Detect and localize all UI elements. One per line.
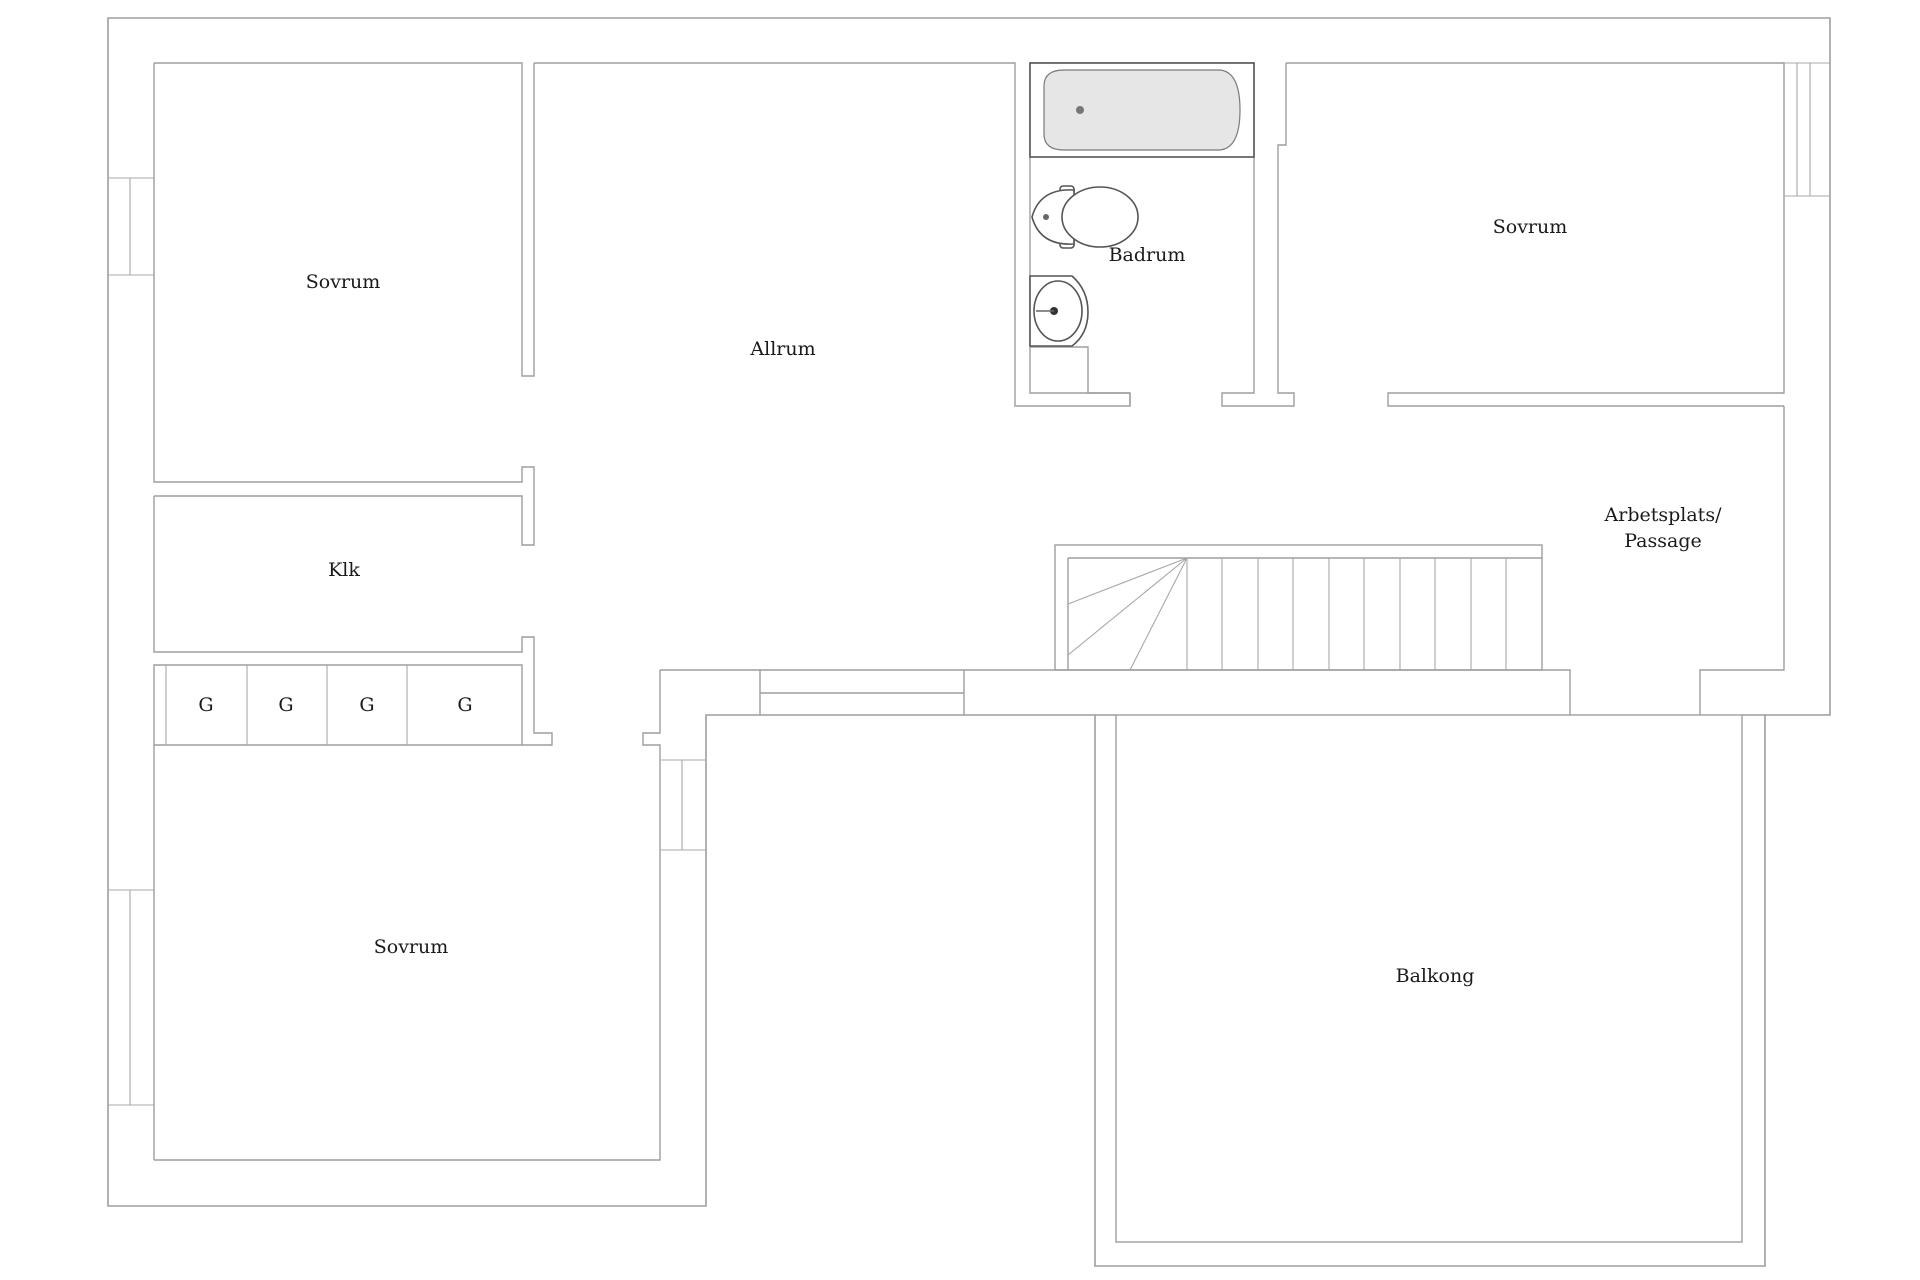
room-badrum	[1030, 62, 1295, 407]
label-passage: Passage	[1624, 530, 1702, 552]
room-balkong	[1095, 714, 1765, 1243]
label-klk: Klk	[328, 559, 360, 581]
label-allrum: Allrum	[749, 338, 815, 360]
wardrobe-row	[153, 664, 523, 746]
toilet-icon	[1031, 185, 1139, 249]
landing-railing	[154, 669, 965, 1161]
room-arbetsplats-passage	[1699, 406, 1785, 715]
room-sovrum-bottom	[108, 745, 706, 1160]
label-badrum: Badrum	[1109, 244, 1186, 266]
sink-icon	[1029, 275, 1089, 347]
label-garderob-1: G	[198, 694, 213, 716]
room-sovrum-top-left	[108, 62, 535, 546]
stairs-icon	[964, 544, 1571, 715]
room-klk	[153, 496, 553, 746]
label-sovrum-top-right: Sovrum	[1493, 216, 1568, 238]
room-sovrum-top-right	[1286, 62, 1830, 407]
label-sovrum-top-left: Sovrum	[306, 271, 381, 293]
label-garderob-4: G	[457, 694, 472, 716]
label-garderob-3: G	[359, 694, 374, 716]
label-balkong: Balkong	[1396, 965, 1475, 987]
bathtub-icon	[1029, 62, 1255, 158]
label-garderob-2: G	[278, 694, 293, 716]
label-arbetsplats: Arbetsplats/	[1604, 504, 1723, 526]
label-sovrum-bottom: Sovrum	[374, 936, 449, 958]
outer-walls	[107, 17, 1831, 1267]
